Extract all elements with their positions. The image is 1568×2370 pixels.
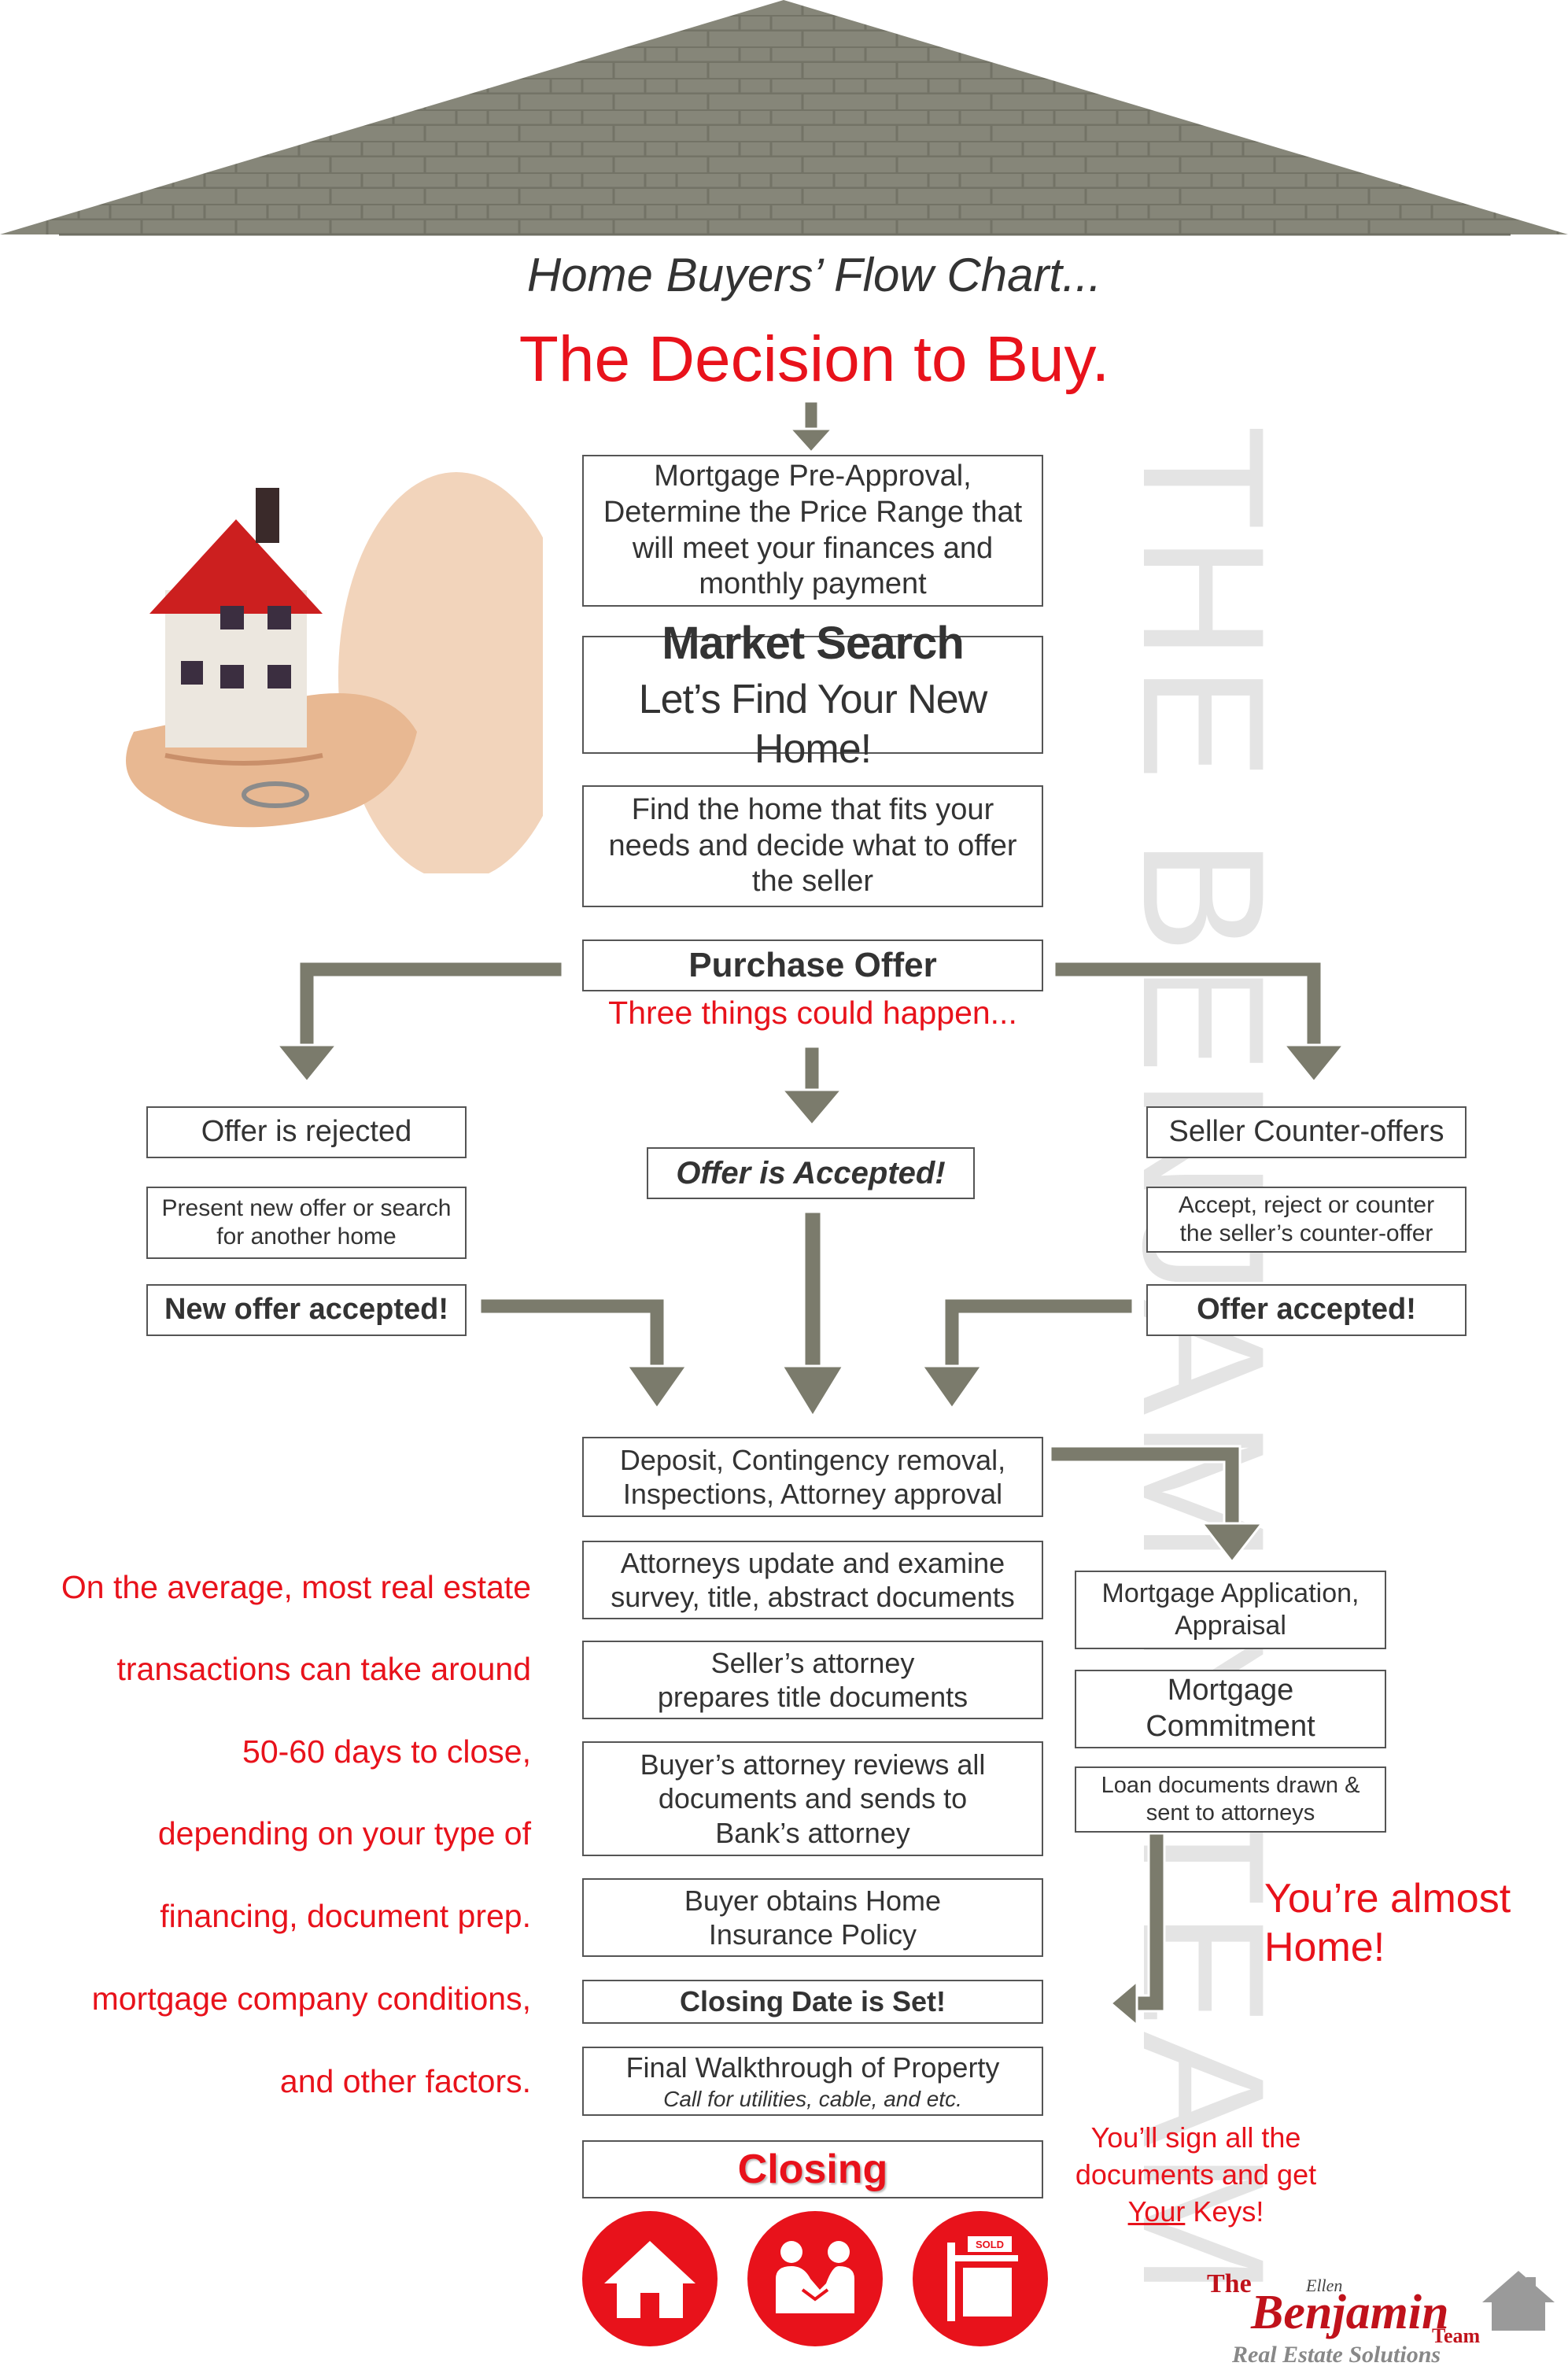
logo-tagline: Real Estate Solutions [1232, 2342, 1441, 2368]
logo-the: The [1207, 2269, 1252, 2298]
logo-benjamin: Benjamin [1251, 2286, 1449, 2339]
mortgage-commitment-box: Mortgage Commitment [1075, 1670, 1386, 1748]
chart-title: The Decision to Buy. [518, 323, 1110, 395]
counter-offer-box: Seller Counter-offers [1146, 1106, 1467, 1158]
sign-note-keys: Keys! [1185, 2195, 1264, 2228]
pre-approval-box: Mortgage Pre-Approval, Determine the Pri… [582, 455, 1043, 607]
side-note-line-1: On the average, most real estate [61, 1569, 531, 1605]
buyer-attorney-text: Buyer’s attorney reviews all documents a… [640, 1748, 986, 1849]
sign-note-line-2: documents and get [1075, 2158, 1317, 2191]
sign-note-your: Your [1127, 2195, 1186, 2228]
present-new-offer-box: Present new offer or search for another … [146, 1187, 467, 1259]
logo-ellen: Ellen [1306, 2276, 1343, 2295]
market-search-box: Market Search Let’s Find Your New Home! [582, 618, 1043, 772]
mortgage-application-box: Mortgage Application, Appraisal [1075, 1571, 1386, 1649]
almost-home-line-1: You’re almost [1264, 1876, 1511, 1921]
attorneys-update-text: Attorneys update and examine survey, tit… [611, 1546, 1015, 1613]
insurance-box: Buyer obtains Home Insurance Policy [582, 1878, 1043, 1957]
present-new-offer-text: Present new offer or search for another … [161, 1195, 452, 1250]
seller-attorney-text: Seller’s attorney prepares title documen… [657, 1646, 968, 1713]
watermark: THE BENJAMIN TEAM [1107, 425, 1301, 2301]
offer-accepted-right-text: Offer accepted! [1197, 1293, 1416, 1327]
side-note-line-3: 50-60 days to close, [242, 1733, 531, 1770]
closing-box: Closing [582, 2140, 1043, 2198]
counter-offer-text: Seller Counter-offers [1168, 1115, 1444, 1149]
benjamin-team-logo: The Ellen Benjamin Team Real Estate Solu… [1204, 2266, 1566, 2368]
three-things-text: Three things could happen... [608, 995, 1017, 1031]
deposit-box: Deposit, Contingency removal, Inspection… [582, 1437, 1043, 1517]
find-home-box: Find the home that fits your needs and d… [582, 785, 1043, 907]
offer-rejected-box: Offer is rejected [146, 1106, 467, 1158]
handshake-icon [747, 2211, 883, 2346]
sign-note: You’ll sign all the documents and get Yo… [1046, 2120, 1345, 2230]
walkthrough-text: Final Walkthrough of Property [625, 2051, 1000, 2084]
offer-rejected-text: Offer is rejected [201, 1115, 412, 1149]
side-note-line-7: and other factors. [279, 2063, 531, 2099]
mortgage-commitment-text: Mortgage Commitment [1146, 1674, 1315, 1743]
sold-sign-label: SOLD [976, 2239, 1004, 2250]
closing-text: Closing [737, 2146, 888, 2192]
side-note-line-6: mortgage company conditions, [91, 1981, 531, 2017]
market-search-subtitle: Let’s Find Your New Home! [638, 677, 988, 772]
purchase-offer-text: Purchase Offer [688, 945, 937, 984]
house-icon [582, 2211, 718, 2346]
new-offer-accepted-text: New offer accepted! [164, 1293, 449, 1327]
almost-home-line-2: Home! [1264, 1925, 1385, 1971]
mortgage-application-text: Mortgage Application, Appraisal [1101, 1578, 1360, 1641]
roof-graphic [0, 0, 1568, 236]
pre-approval-text: Mortgage Pre-Approval, Determine the Pri… [603, 460, 1023, 601]
house-in-hand-illustration [87, 472, 543, 873]
offer-accepted-right-box: Offer accepted! [1146, 1284, 1467, 1336]
sign-note-line-3: Your Keys! [1046, 2194, 1345, 2231]
purchase-offer-box: Purchase Offer [582, 940, 1043, 991]
accept-reject-box: Accept, reject or counter the seller’s c… [1146, 1187, 1467, 1253]
loan-documents-text: Loan documents drawn & sent to attorneys [1101, 1773, 1360, 1825]
find-home-text: Find the home that fits your needs and d… [608, 793, 1017, 899]
attorneys-update-box: Attorneys update and examine survey, tit… [582, 1541, 1043, 1619]
market-search-title: Market Search [662, 617, 965, 669]
chart-subtitle: Home Buyers’ Flow Chart... [526, 249, 1102, 301]
accept-reject-text: Accept, reject or counter the seller’s c… [1178, 1192, 1435, 1246]
side-note-line-5: financing, document prep. [160, 1898, 531, 1934]
buyer-attorney-box: Buyer’s attorney reviews all documents a… [582, 1741, 1043, 1856]
loan-documents-box: Loan documents drawn & sent to attorneys [1075, 1766, 1386, 1833]
seller-attorney-box: Seller’s attorney prepares title documen… [582, 1641, 1043, 1719]
new-offer-accepted-box: New offer accepted! [146, 1284, 467, 1336]
logo-team: Team [1432, 2324, 1481, 2347]
walkthrough-box: Final Walkthrough of Property Call for u… [582, 2047, 1043, 2116]
insurance-text: Buyer obtains Home Insurance Policy [684, 1884, 942, 1951]
offer-accepted-center-text: Offer is Accepted! [676, 1156, 946, 1191]
logo-house-icon [1482, 2271, 1555, 2331]
closing-date-box: Closing Date is Set! [582, 1980, 1043, 2024]
deposit-text: Deposit, Contingency removal, Inspection… [619, 1443, 1006, 1510]
offer-accepted-box: Offer is Accepted! [647, 1147, 975, 1199]
side-note-line-4: depending on your type of [157, 1815, 531, 1851]
closing-date-text: Closing Date is Set! [679, 1985, 946, 2018]
side-note-line-2: transactions can take around [116, 1651, 532, 1687]
sign-note-line-1: You’ll sign all the [1090, 2121, 1301, 2154]
walkthrough-note: Call for utilities, cable, and etc. [663, 2086, 962, 2111]
sold-sign-icon: SOLD [913, 2211, 1048, 2346]
almost-home-text: You’re almost Home! [1264, 1874, 1511, 1973]
